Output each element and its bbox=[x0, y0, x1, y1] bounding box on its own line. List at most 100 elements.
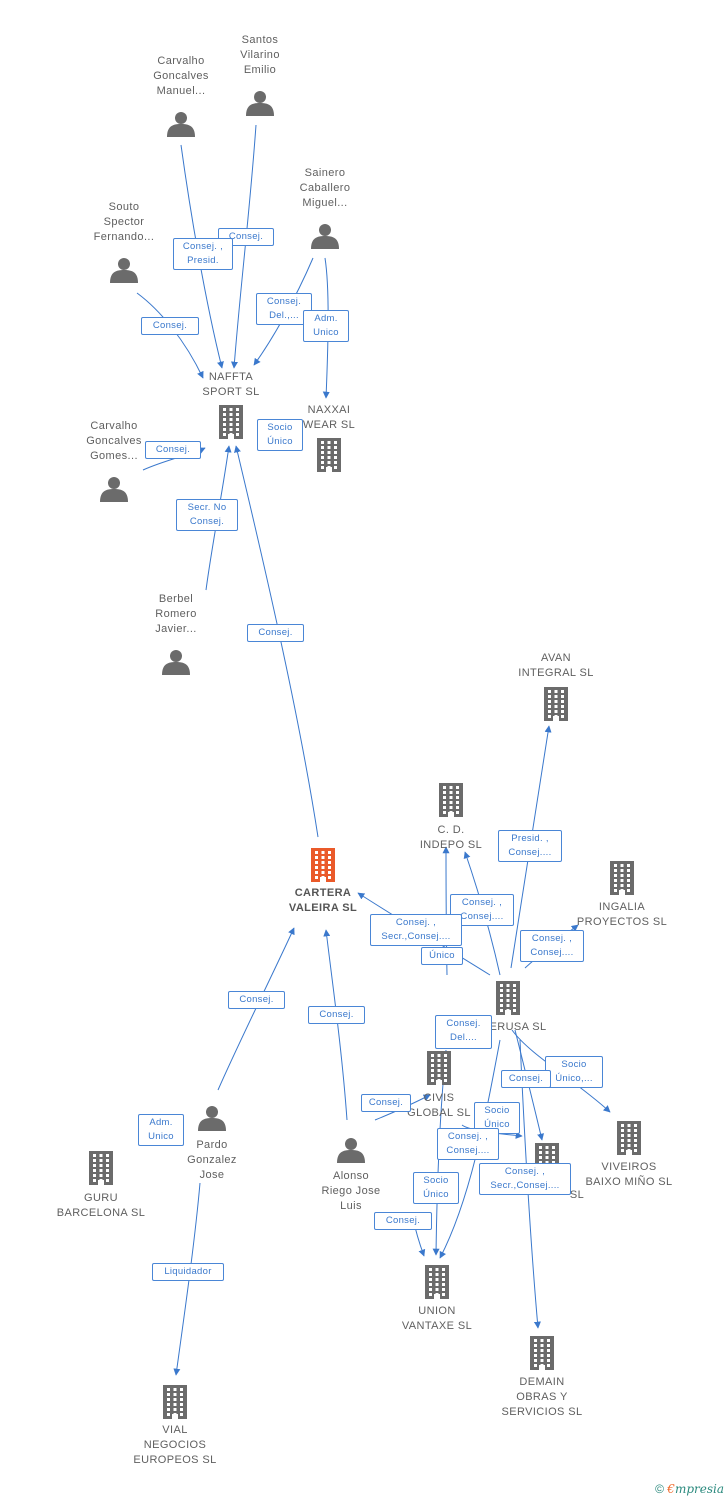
node-label: UNION VANTAXE SL bbox=[401, 1305, 473, 1332]
node-berbel[interactable]: Berbel Romero Javier... bbox=[111, 592, 241, 637]
edge-line bbox=[514, 1029, 544, 1141]
edge-label-e14[interactable]: Consej. , Consej.... bbox=[520, 930, 584, 962]
node-carvalho-m[interactable]: Carvalho Goncalves Manuel... bbox=[116, 54, 246, 99]
edge-label-e12[interactable]: Consej. , Secr.,Consej.... bbox=[370, 914, 462, 946]
node-label: Sainero Caballero Miguel... bbox=[299, 167, 351, 209]
person-icon bbox=[162, 650, 190, 675]
node-ingalia[interactable]: INGALIA PROYECTOS SL bbox=[557, 900, 687, 930]
edge-label-e13[interactable]: Único bbox=[421, 947, 463, 965]
brand-e-icon: € bbox=[667, 1482, 675, 1496]
edge-label-e3[interactable]: Consej. Del.,... bbox=[256, 293, 312, 325]
edge-line bbox=[323, 929, 348, 1121]
node-erusa[interactable]: ERUSA SL bbox=[453, 1020, 583, 1035]
person-icon bbox=[311, 224, 339, 249]
node-label: Alonso Riego Jose Luis bbox=[321, 1170, 381, 1212]
building-icon bbox=[163, 1385, 187, 1419]
node-label: ERUSA SL bbox=[489, 1021, 547, 1033]
edge-label-e9[interactable]: Consej. bbox=[247, 624, 304, 642]
footer-brand: © €mpresia bbox=[655, 1482, 724, 1496]
building-icon bbox=[617, 1121, 641, 1155]
building-icon bbox=[439, 783, 463, 817]
node-sainero[interactable]: Sainero Caballero Miguel... bbox=[260, 166, 390, 211]
building-icon bbox=[425, 1265, 449, 1299]
node-label: SL bbox=[569, 1189, 585, 1201]
person-icon bbox=[110, 258, 138, 283]
node-label: Santos Vilarino Emilio bbox=[240, 34, 280, 76]
node-label: Berbel Romero Javier... bbox=[155, 593, 197, 635]
node-nafta[interactable]: NAFFTA SPORT SL bbox=[166, 370, 296, 400]
node-label: NAXXAI WEAR SL bbox=[302, 404, 356, 431]
edge-label-e26[interactable]: Consej. bbox=[374, 1212, 432, 1230]
person-icon bbox=[167, 112, 195, 137]
node-label: DEMAIN OBRAS Y SERVICIOS SL bbox=[501, 1376, 583, 1418]
edge-label-e22[interactable]: Consej. , Consej.... bbox=[437, 1128, 499, 1160]
edge-line bbox=[136, 292, 204, 379]
node-civis[interactable]: CIVIS GLOBAL SL bbox=[374, 1091, 504, 1121]
node-label: GURU BARCELONA SL bbox=[56, 1192, 146, 1219]
building-icon bbox=[610, 861, 634, 895]
node-other[interactable]: SL bbox=[512, 1188, 642, 1203]
edge-line bbox=[230, 124, 257, 369]
node-carvalho-g[interactable]: Carvalho Goncalves Gomes... bbox=[49, 419, 179, 464]
edge-label-e8[interactable]: Secr. No Consej. bbox=[176, 499, 238, 531]
node-cartera[interactable]: CARTERA VALEIRA SL bbox=[258, 886, 388, 916]
edge-label-e24[interactable]: Consej. , Secr.,Consej.... bbox=[479, 1163, 571, 1195]
building-icon bbox=[427, 1051, 451, 1085]
edge-label-e2[interactable]: Consej. , Presid. bbox=[173, 238, 233, 270]
node-souto[interactable]: Souto Spector Fernando... bbox=[59, 200, 189, 245]
edge-label-e6[interactable]: Socio Único bbox=[257, 419, 303, 451]
node-naxxai[interactable]: NAXXAI WEAR SL bbox=[264, 403, 394, 433]
edge-line bbox=[217, 927, 295, 1091]
building-icon bbox=[311, 848, 335, 882]
building-icon bbox=[89, 1151, 113, 1185]
node-vial[interactable]: VIAL NEGOCIOS EUROPEOS SL bbox=[110, 1423, 240, 1468]
edge-label-e23[interactable]: Adm. Unico bbox=[138, 1114, 184, 1146]
brand-name: mpresia bbox=[674, 1482, 724, 1496]
building-icon bbox=[219, 405, 243, 439]
edge-label-e18[interactable]: Socio Único,... bbox=[545, 1056, 603, 1088]
copyright-symbol: © bbox=[655, 1482, 664, 1496]
person-icon bbox=[337, 1138, 365, 1163]
node-santos[interactable]: Santos Vilarino Emilio bbox=[195, 33, 325, 78]
edge-label-e25[interactable]: Socio Único bbox=[413, 1172, 459, 1204]
edge-label-e17[interactable]: Consej. Del.... bbox=[435, 1015, 492, 1049]
edge-label-e5[interactable]: Consej. bbox=[141, 317, 199, 335]
node-label: C. D. INDEPO SL bbox=[419, 824, 483, 851]
node-avan[interactable]: AVAN INTEGRAL SL bbox=[491, 651, 621, 681]
node-label: CIVIS GLOBAL SL bbox=[407, 1092, 471, 1119]
node-label: AVAN INTEGRAL SL bbox=[518, 652, 594, 679]
edge-label-e4[interactable]: Adm. Unico bbox=[303, 310, 349, 342]
edge-label-e7[interactable]: Consej. bbox=[145, 441, 201, 459]
edge-label-e15[interactable]: Consej. bbox=[228, 991, 285, 1009]
node-label: Carvalho Goncalves Manuel... bbox=[153, 55, 209, 97]
node-demain[interactable]: DEMAIN OBRAS Y SERVICIOS SL bbox=[477, 1375, 607, 1420]
node-label: INGALIA PROYECTOS SL bbox=[576, 901, 668, 928]
node-label: Pardo Gonzalez Jose bbox=[187, 1139, 237, 1181]
building-icon bbox=[544, 687, 568, 721]
person-icon bbox=[198, 1106, 226, 1131]
node-label: VIAL NEGOCIOS EUROPEOS SL bbox=[133, 1424, 217, 1466]
node-guru[interactable]: GURU BARCELONA SL bbox=[36, 1191, 166, 1221]
edge-label-e21[interactable]: Socio Único bbox=[474, 1102, 520, 1134]
building-icon bbox=[530, 1336, 554, 1370]
node-label: Carvalho Goncalves Gomes... bbox=[86, 420, 142, 462]
edge-label-e10[interactable]: Presid. , Consej.... bbox=[498, 830, 562, 862]
node-union[interactable]: UNION VANTAXE SL bbox=[372, 1304, 502, 1334]
edge-label-e27[interactable]: Liquidador bbox=[152, 1263, 224, 1281]
edge-label-e19[interactable]: Consej. bbox=[501, 1070, 551, 1088]
node-icons bbox=[89, 91, 641, 1419]
edge-label-e20[interactable]: Consej. bbox=[361, 1094, 411, 1112]
node-alonso[interactable]: Alonso Riego Jose Luis bbox=[286, 1169, 416, 1214]
person-icon bbox=[100, 477, 128, 502]
node-label: Souto Spector Fernando... bbox=[93, 201, 155, 243]
node-label: VIVEIROS BAIXO MIÑO SL bbox=[585, 1161, 673, 1188]
edge-label-e16[interactable]: Consej. bbox=[308, 1006, 365, 1024]
node-viveiros[interactable]: VIVEIROS BAIXO MIÑO SL bbox=[564, 1160, 694, 1190]
node-label: NAFFTA SPORT SL bbox=[202, 371, 260, 398]
node-cdindepo[interactable]: C. D. INDEPO SL bbox=[386, 823, 516, 853]
node-label: CARTERA VALEIRA SL bbox=[288, 887, 358, 914]
building-icon bbox=[496, 981, 520, 1015]
node-pardo[interactable]: Pardo Gonzalez Jose bbox=[147, 1138, 277, 1183]
edge-line bbox=[234, 445, 319, 838]
person-icon bbox=[246, 91, 274, 116]
